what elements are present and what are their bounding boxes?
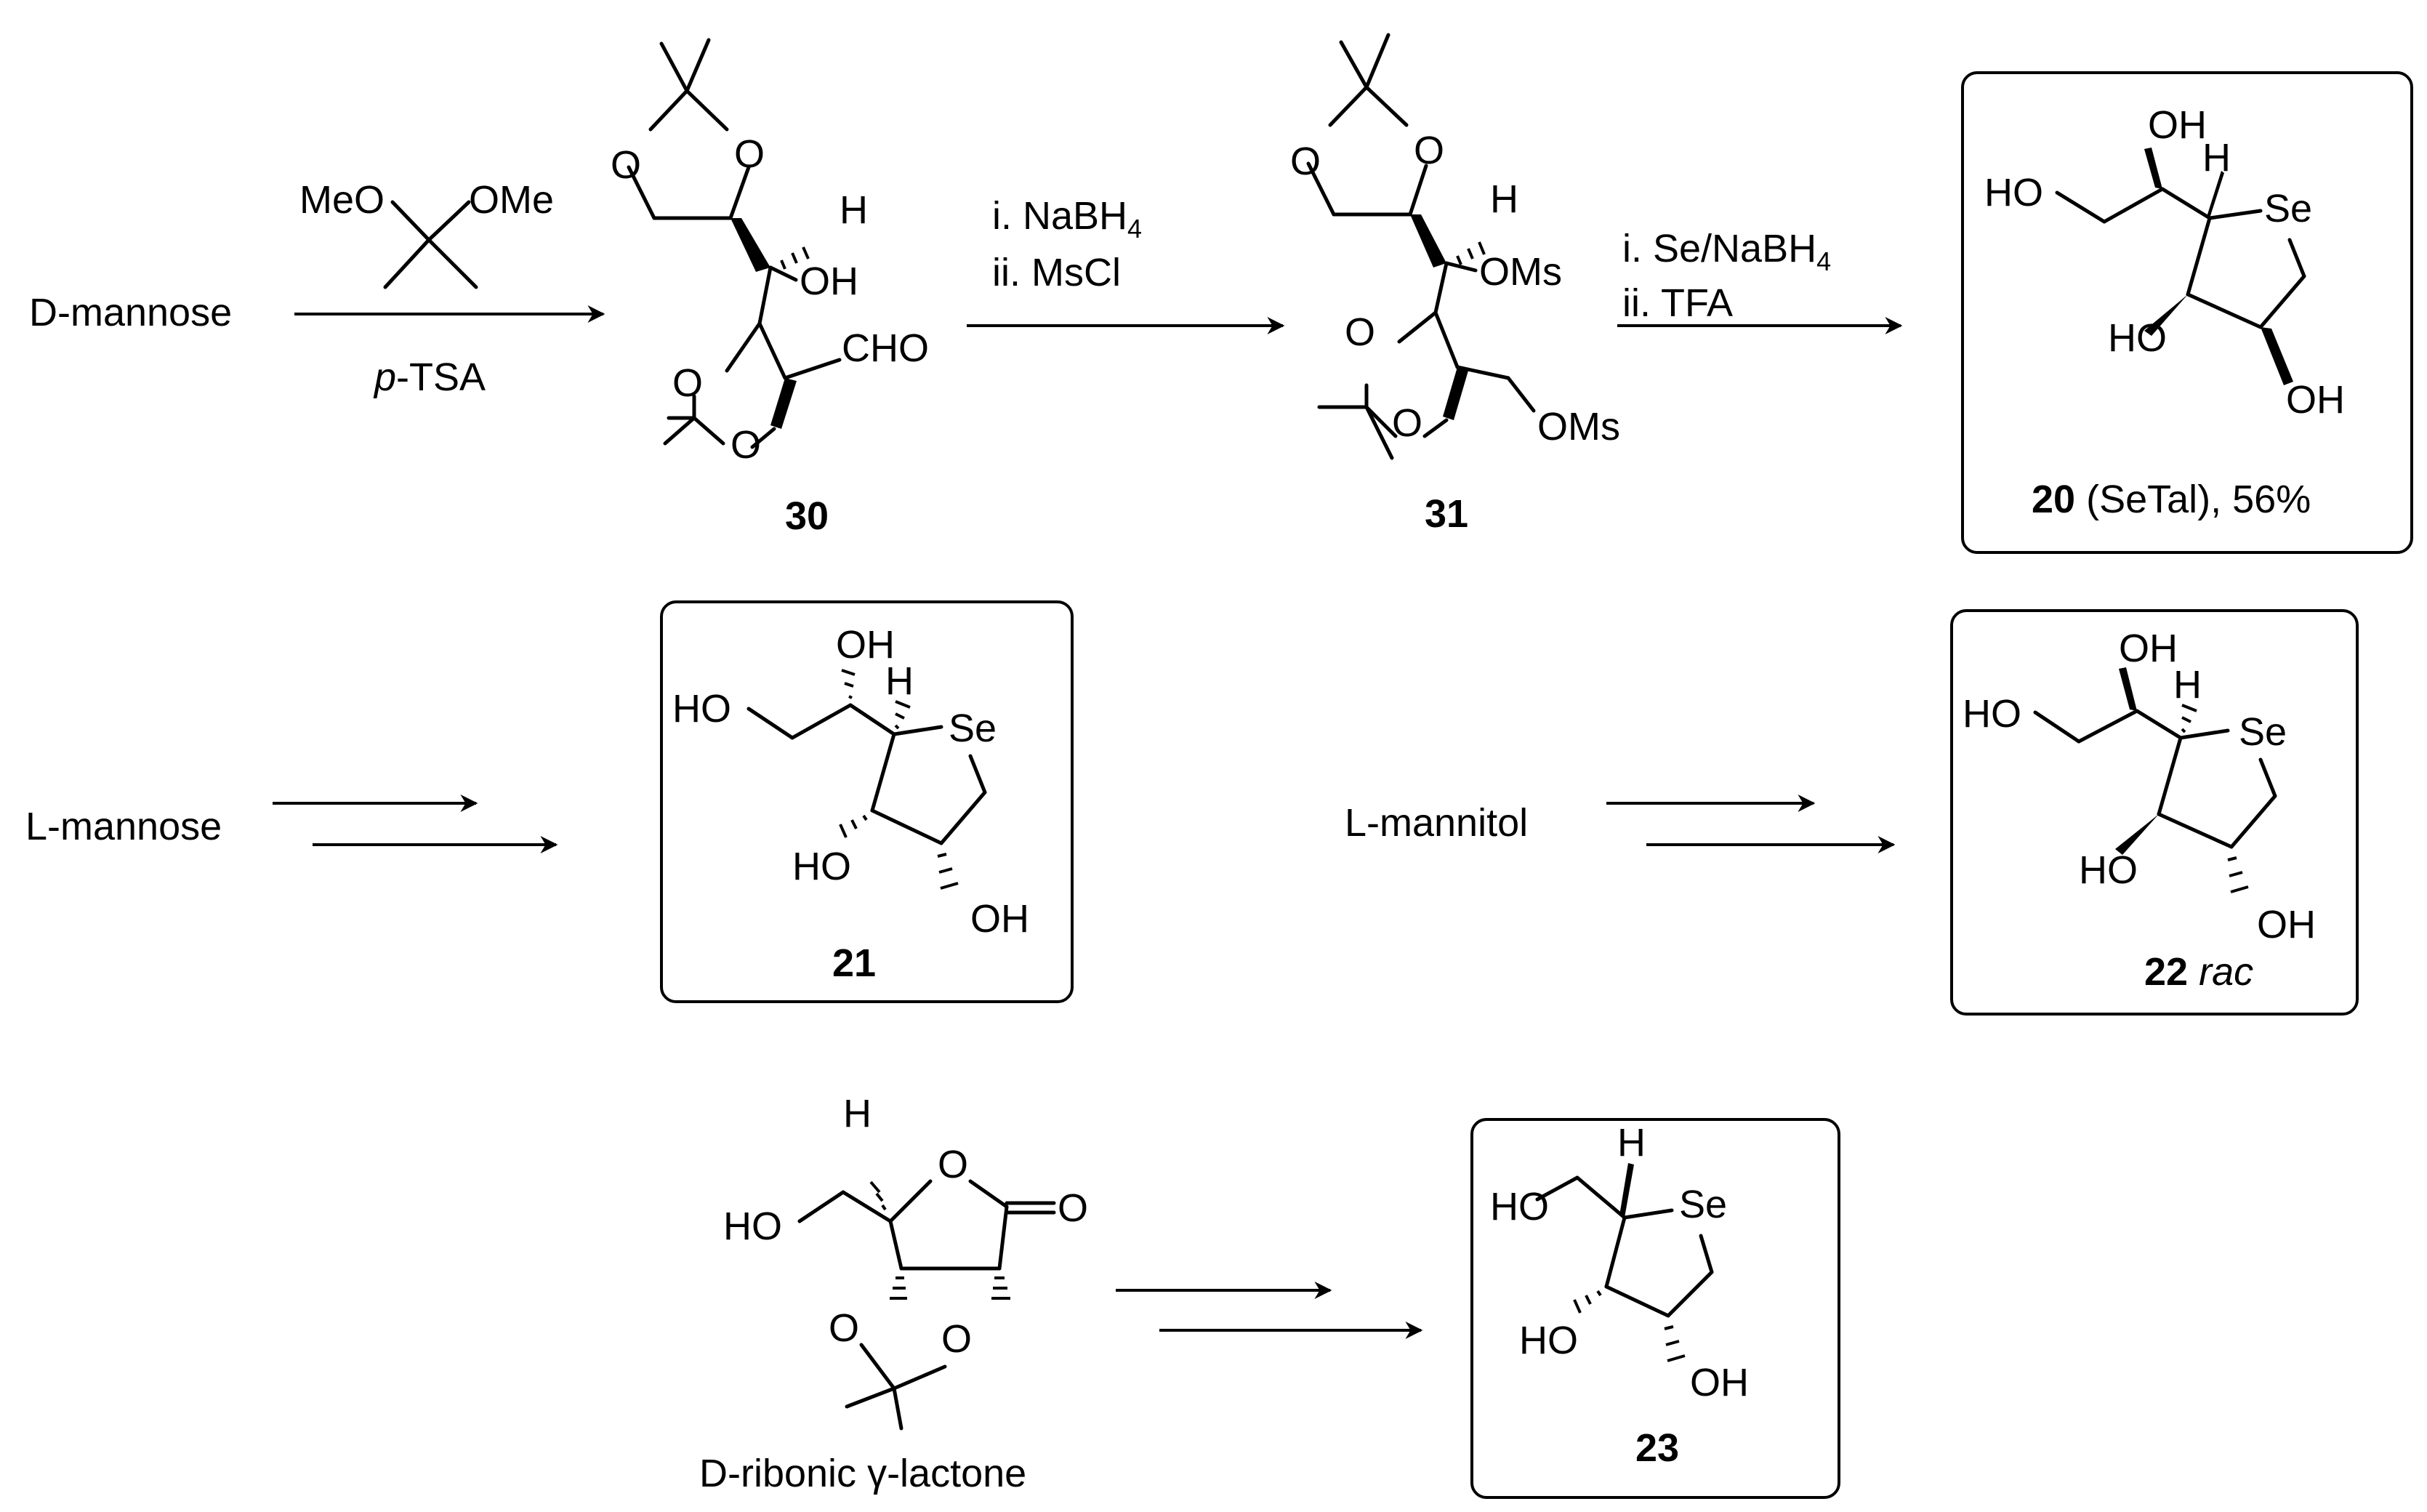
- compound-30-structure: [627, 38, 842, 449]
- compound-22-box: [1950, 609, 2359, 1016]
- l-mannitol-label: L-mannitol: [1345, 801, 1528, 845]
- compound-20-oh-top: OH: [2148, 103, 2207, 147]
- compound-22-se-label: Se: [2239, 710, 2287, 754]
- compound-23-structure: [1535, 1163, 1714, 1362]
- step2-line1: i. NaBH4: [992, 194, 1142, 244]
- compound-31-o3: O: [1345, 310, 1375, 354]
- compound-31-h-label: H: [1490, 177, 1518, 221]
- compound-22-oh-top: OH: [2119, 627, 2178, 670]
- compound-20-se-label: Se: [2264, 187, 2312, 230]
- reagent-ome-label: OMe: [469, 178, 554, 222]
- compound-21-ho-chain: HO: [672, 687, 731, 731]
- compound-31-structure: [1306, 33, 1536, 460]
- compound-31-o1: O: [1290, 140, 1321, 183]
- step2-line2: ii. MsCl: [992, 251, 1121, 294]
- compound-22-ho-chain: HO: [1963, 692, 2021, 736]
- ribonolactone-h-label: H: [843, 1092, 872, 1135]
- compound-20-ho-chain: HO: [1984, 171, 2043, 214]
- compound-20-label: 20 (SeTal), 56%: [2032, 478, 2311, 521]
- compound-22-h-label: H: [2173, 663, 2202, 707]
- reaction-arrow-1: MeO OMe p-TSA: [294, 178, 605, 399]
- reaction-arrow-2: i. NaBH4 ii. MsCl: [967, 194, 1285, 334]
- compound-30-o3: O: [672, 361, 703, 405]
- compound-23-number: 23: [1635, 1426, 1679, 1470]
- multistep-arrow-l-mannitol: [1606, 795, 1896, 853]
- reaction-arrow-3: i. Se/NaBH4 ii. TFA: [1617, 227, 1903, 334]
- compound-21-oh-ring: OH: [970, 897, 1029, 941]
- compound-30-h-label: H: [840, 188, 868, 232]
- compound-21-se-label: Se: [949, 707, 997, 750]
- compound-21-ho-ring: HO: [792, 845, 851, 888]
- ribonolactone-ring-o: O: [938, 1143, 968, 1186]
- compound-22-oh-ring: OH: [2257, 903, 2316, 946]
- ribonolactone-label: D-ribonic γ-lactone: [699, 1452, 1026, 1495]
- compound-22-label: 22 rac: [2144, 950, 2253, 994]
- multistep-arrow-ribonolactone: [1116, 1282, 1423, 1339]
- catalyst-label: p-TSA: [373, 355, 486, 399]
- compound-20-h-label: H: [2202, 136, 2231, 180]
- ribonolactone-acetal-o1: O: [829, 1306, 859, 1350]
- compound-21-oh-top: OH: [836, 623, 895, 667]
- compound-31-o2: O: [1414, 129, 1444, 172]
- compound-23-oh-ring: OH: [1690, 1361, 1749, 1404]
- compound-23-ho-chain: HO: [1490, 1185, 1549, 1228]
- compound-30-o2: O: [734, 132, 765, 176]
- compound-23-ho-ring: HO: [1519, 1319, 1578, 1362]
- ribonolactone-acetal-o2: O: [941, 1317, 972, 1361]
- multistep-arrow-l-mannose: [273, 795, 558, 853]
- compound-20-oh-ring: OH: [2286, 378, 2345, 422]
- step3-line1: i. Se/NaBH4: [1622, 227, 1831, 276]
- start-material-label: D-mannose: [29, 291, 232, 334]
- ribonolactone-ho-label: HO: [723, 1205, 782, 1248]
- l-mannose-label: L-mannose: [25, 805, 222, 848]
- compound-23-se-label: Se: [1679, 1183, 1727, 1226]
- reagent-meo-label: MeO: [299, 178, 385, 222]
- ribonolactone-carbonyl-o: O: [1058, 1186, 1088, 1230]
- compound-23-h-label: H: [1617, 1121, 1646, 1165]
- compound-30-cho-label: CHO: [842, 326, 929, 370]
- compound-22-ho-ring: HO: [2079, 848, 2138, 892]
- compound-20-box: [1961, 71, 2413, 554]
- compound-23-box: [1470, 1118, 1840, 1499]
- compound-31-oms-label-2: OMs: [1537, 405, 1620, 449]
- compound-31-o4: O: [1392, 401, 1422, 445]
- ribonolactone-structure: [797, 1179, 1056, 1431]
- compound-21-box: [660, 600, 1074, 1003]
- dimethoxypropane-structure: [383, 200, 478, 289]
- compound-30-oh-label: OH: [800, 260, 858, 303]
- compound-30-o4: O: [730, 423, 761, 467]
- compound-30-number: 30: [785, 494, 829, 538]
- compound-22-structure: [2033, 667, 2277, 893]
- compound-31-number: 31: [1425, 492, 1468, 536]
- compound-21-h-label: H: [885, 659, 914, 703]
- step3-line2: ii. TFA: [1622, 281, 1733, 325]
- compound-20-ho-ring: HO: [2108, 316, 2167, 360]
- compound-30-o1: O: [611, 143, 641, 187]
- compound-20-structure: [2055, 148, 2306, 385]
- compound-21-structure: [746, 669, 987, 890]
- compound-31-oms-label-1: OMs: [1479, 250, 1562, 294]
- compound-21-number: 21: [832, 941, 876, 985]
